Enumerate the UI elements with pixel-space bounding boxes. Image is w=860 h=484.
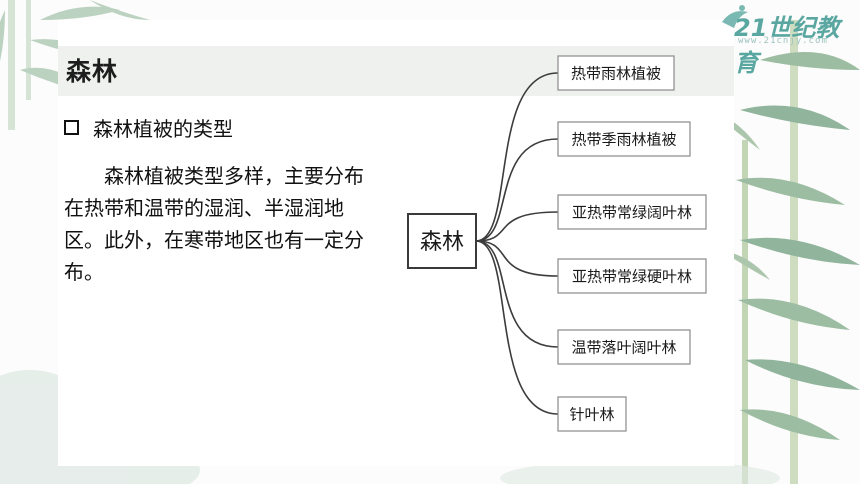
branch-node: 亚热带常绿阔叶林: [557, 194, 707, 230]
branch-label: 针叶林: [569, 406, 614, 424]
branch-label: 热带雨林植被: [571, 65, 661, 83]
branch-label: 亚热带常绿阔叶林: [572, 204, 692, 222]
branch-connector: [475, 72, 559, 242]
branch-box: [557, 258, 707, 294]
branch-node: 热带季雨林植被: [557, 121, 691, 157]
branch-connector: [475, 211, 559, 242]
square-bullet-icon: [64, 120, 79, 135]
bullet-heading: 森林植被的类型: [64, 113, 233, 142]
page-title: 森林: [66, 57, 119, 86]
branch-connector: [475, 240, 559, 415]
branch-node: 针叶林: [557, 396, 627, 432]
root-box: [407, 213, 477, 269]
bullet-heading-text: 森林植被的类型: [93, 117, 233, 141]
branch-label: 亚热带常绿硬叶林: [572, 268, 692, 286]
ink-wash-bottom-right: [500, 460, 780, 484]
logo-url: www.21cnjy.com: [738, 36, 828, 46]
branch-box: [557, 194, 707, 230]
branch-node: 亚热带常绿硬叶林: [557, 258, 707, 294]
branch-box: [557, 55, 675, 91]
body-paragraph: 森林植被类型多样，主要分布在热带和温带的湿润、半湿润地区。此外，在寒带地区也有一…: [64, 164, 364, 284]
branch-connector: [475, 240, 559, 277]
root-label: 森林: [420, 230, 464, 255]
branch-node: 热带雨林植被: [557, 55, 675, 91]
branch-box: [557, 329, 691, 365]
branch-connector: [475, 240, 559, 348]
branch-label: 热带季雨林植被: [571, 131, 676, 149]
branch-connector: [475, 138, 559, 242]
branch-box: [557, 396, 627, 432]
branch-node: 温带落叶阔叶林: [557, 329, 691, 365]
logo-text: 21世纪教育: [734, 14, 840, 77]
branch-box: [557, 121, 691, 157]
branch-label: 温带落叶阔叶林: [571, 339, 676, 357]
logo-icon: [722, 5, 748, 28]
root-node: 森林: [407, 213, 477, 269]
